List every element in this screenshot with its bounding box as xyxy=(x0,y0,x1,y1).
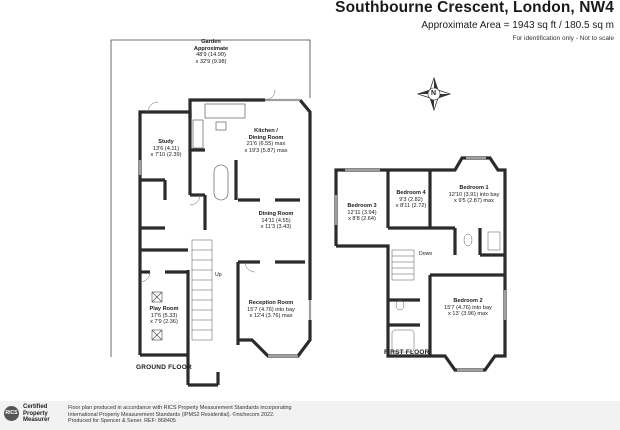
room-bedroom-4-dim2: x 8'11 (2.72) xyxy=(395,203,427,210)
room-reception-dim1: 15'7 (4.76) into bay xyxy=(247,306,295,313)
garden-outline xyxy=(110,39,311,357)
room-play: Play Room 17'6 (5.33) x 7'9 (2.36) xyxy=(150,306,179,326)
stairs-up-label: Up xyxy=(215,272,222,278)
room-garden: Garden Approximate 48'9 (14.90) x 32'9 (… xyxy=(194,39,228,65)
room-bedroom-1-dim2: x 9'5 (2.87) max xyxy=(454,198,494,205)
room-bedroom-4: Bedroom 4 9'3 (2.82) x 8'11 (2.72) xyxy=(396,190,427,210)
footer-disclaimer: Floor plan produced in accordance with R… xyxy=(68,405,292,425)
rics-line1: Certified xyxy=(23,404,48,410)
room-bedroom-3-dim2: x 8'8 (2.64) xyxy=(348,216,376,223)
room-garden-name2: Approximate xyxy=(193,45,229,52)
room-bedroom-2-dim2: x 13' (3.96) max xyxy=(448,311,488,318)
room-reception-name: Reception Room xyxy=(248,300,294,306)
first-windows xyxy=(334,156,507,372)
room-bedroom-2-dim1: 15'7 (4.76) into bay xyxy=(444,304,492,311)
footer-line2: International Property Measurement Stand… xyxy=(68,411,275,418)
room-bedroom-1-dim1: 12'10 (3.91) into bay xyxy=(448,191,500,198)
room-kitchen-name2: Dining Room xyxy=(248,134,284,141)
rics-logo-icon: RICS xyxy=(4,406,19,421)
room-kitchen-dim2: x 19'3 (5.87) max xyxy=(244,147,288,154)
compass-north-label: N xyxy=(431,90,437,97)
rics-line2: Property xyxy=(23,410,48,417)
room-study: Study 13'6 (4.11) x 7'10 (2.39) xyxy=(151,139,182,159)
room-play-dim2: x 7'9 (2.36) xyxy=(150,319,178,326)
footer-line3: Produced for Spencer & Sener. REF: 86840… xyxy=(68,418,176,425)
room-dining: Dining Room 14'11 (4.55) x 11'3 (3.43) xyxy=(259,211,294,231)
rics-certified-badge: Certified Property Measurer xyxy=(23,404,50,424)
identification-note: For identification only - Not to scale xyxy=(512,35,614,42)
room-bedroom-1-name: Bedroom 1 xyxy=(459,185,489,191)
room-play-dim1: 17'6 (5.33) xyxy=(150,312,178,319)
compass-icon xyxy=(416,76,452,112)
room-reception-dim2: x 12'4 (3.76) max xyxy=(249,313,293,320)
room-bedroom-4-name: Bedroom 4 xyxy=(396,190,426,196)
room-garden-dim1: 48'9 (14.90) xyxy=(196,52,226,59)
room-dining-dim2: x 11'3 (3.43) xyxy=(260,224,292,231)
property-title: Southbourne Crescent, London, NW4 xyxy=(335,0,614,16)
room-study-dim2: x 7'10 (2.39) xyxy=(150,152,182,159)
room-play-name: Play Room xyxy=(149,306,179,312)
room-kitchen-name: Kitchen / xyxy=(254,128,278,134)
first-floor-label: FIRST FLOOR xyxy=(384,349,430,356)
room-bedroom-1: Bedroom 1 12'10 (3.91) into bay x 9'5 (2… xyxy=(449,185,500,205)
kitchen-counter xyxy=(192,103,246,201)
room-study-name: Study xyxy=(158,139,174,145)
room-reception: Reception Room 15'7 (4.76) into bay x 12… xyxy=(247,300,295,320)
footer-bar xyxy=(0,401,620,430)
room-garden-name: Garden xyxy=(201,39,221,45)
play-room-skylights xyxy=(151,291,163,341)
ground-floor-label: GROUND FLOOR xyxy=(136,364,192,371)
room-bedroom-2-name: Bedroom 2 xyxy=(453,298,483,304)
room-kitchen: Kitchen / Dining Room 21'6 (6.55) max x … xyxy=(244,128,287,154)
first-bathroom-fixtures xyxy=(391,231,501,353)
rics-line3: Measurer xyxy=(23,417,50,424)
room-dining-dim1: 14'11 (4.55) xyxy=(261,217,291,224)
ground-stairs xyxy=(191,239,213,341)
room-bedroom-3: Bedroom 3 12'11 (3.94) x 8'8 (2.64) xyxy=(347,203,376,223)
room-kitchen-dim1: 21'6 (6.55) max xyxy=(246,141,286,148)
first-stairs xyxy=(391,249,415,281)
room-bedroom-3-dim1: 12'11 (3.94) xyxy=(347,209,377,216)
room-bedroom-4-dim1: 9'3 (2.82) xyxy=(399,196,423,203)
first-floor-walls xyxy=(334,156,507,372)
approximate-area: Approximate Area = 1943 sq ft / 180.5 sq… xyxy=(421,20,614,31)
ground-windows xyxy=(138,98,312,358)
room-bedroom-2: Bedroom 2 15'7 (4.76) into bay x 13' (3.… xyxy=(444,298,492,318)
room-garden-dim2: x 32'9 (9.98) xyxy=(195,58,227,65)
stairs-down-label: Down xyxy=(419,251,433,257)
footer-line1: Floor plan produced in accordance with R… xyxy=(68,405,292,411)
room-bedroom-3-name: Bedroom 3 xyxy=(347,203,377,209)
ground-door-swings xyxy=(139,89,276,283)
room-dining-name: Dining Room xyxy=(258,211,294,217)
room-study-dim1: 13'6 (4.11) xyxy=(152,145,180,152)
